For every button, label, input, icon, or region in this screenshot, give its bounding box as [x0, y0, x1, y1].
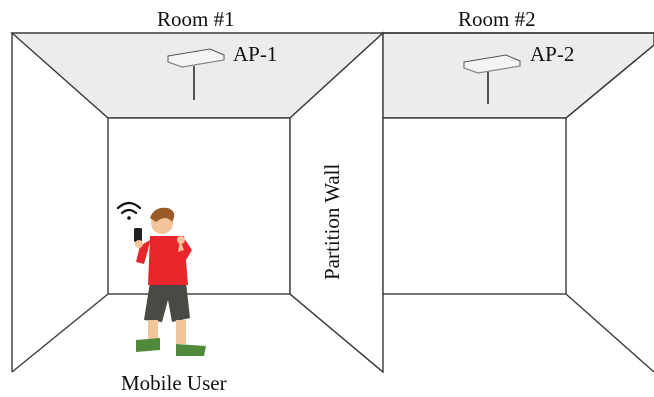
mobile-user-label: Mobile User [121, 371, 227, 395]
room2-back-wall [382, 117, 567, 295]
room2-ceiling-right [565, 44, 654, 119]
mobile-user-figure [134, 207, 206, 356]
room1-back-wall [107, 117, 291, 295]
room1-floor-left [11, 293, 109, 373]
room2-ceiling [382, 32, 654, 119]
partition-wall-label: Partition Wall [320, 163, 344, 280]
partition-wall [289, 31, 384, 374]
ap-1-label: AP-1 [233, 42, 278, 66]
room-2-label: Room #2 [458, 7, 536, 31]
room2-floor-right [565, 293, 654, 373]
wifi-icon [116, 201, 142, 220]
ap-2-label: AP-2 [530, 42, 575, 66]
room-1-label: Room #1 [157, 7, 235, 31]
access-point-icon [463, 54, 521, 104]
access-point-icon [167, 48, 225, 100]
